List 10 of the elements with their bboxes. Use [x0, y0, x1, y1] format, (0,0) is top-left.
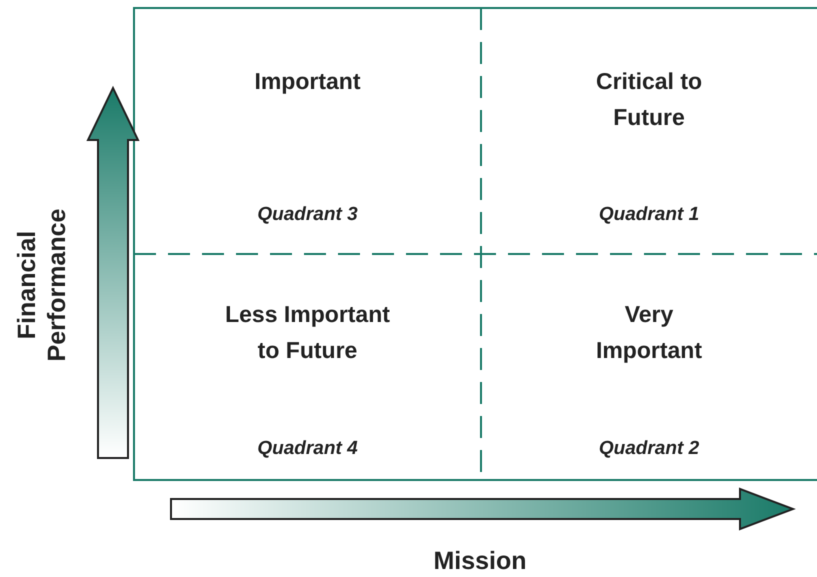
quadrant-title: Critical to Future — [594, 67, 704, 132]
quadrant-title: Important — [254, 67, 361, 96]
quadrant-label: Quadrant 4 — [257, 438, 358, 460]
axis-label: Financial Performance — [12, 208, 72, 364]
quadrant-title: Less Important to Future — [224, 300, 391, 365]
quadrant-label: Quadrant 2 — [598, 438, 700, 460]
quadrant-title: Very Important — [594, 300, 704, 365]
quadrant-label: Quadrant 1 — [598, 204, 700, 226]
axis-label: Mission — [432, 546, 528, 576]
quadrant-label: Quadrant 3 — [257, 204, 358, 226]
